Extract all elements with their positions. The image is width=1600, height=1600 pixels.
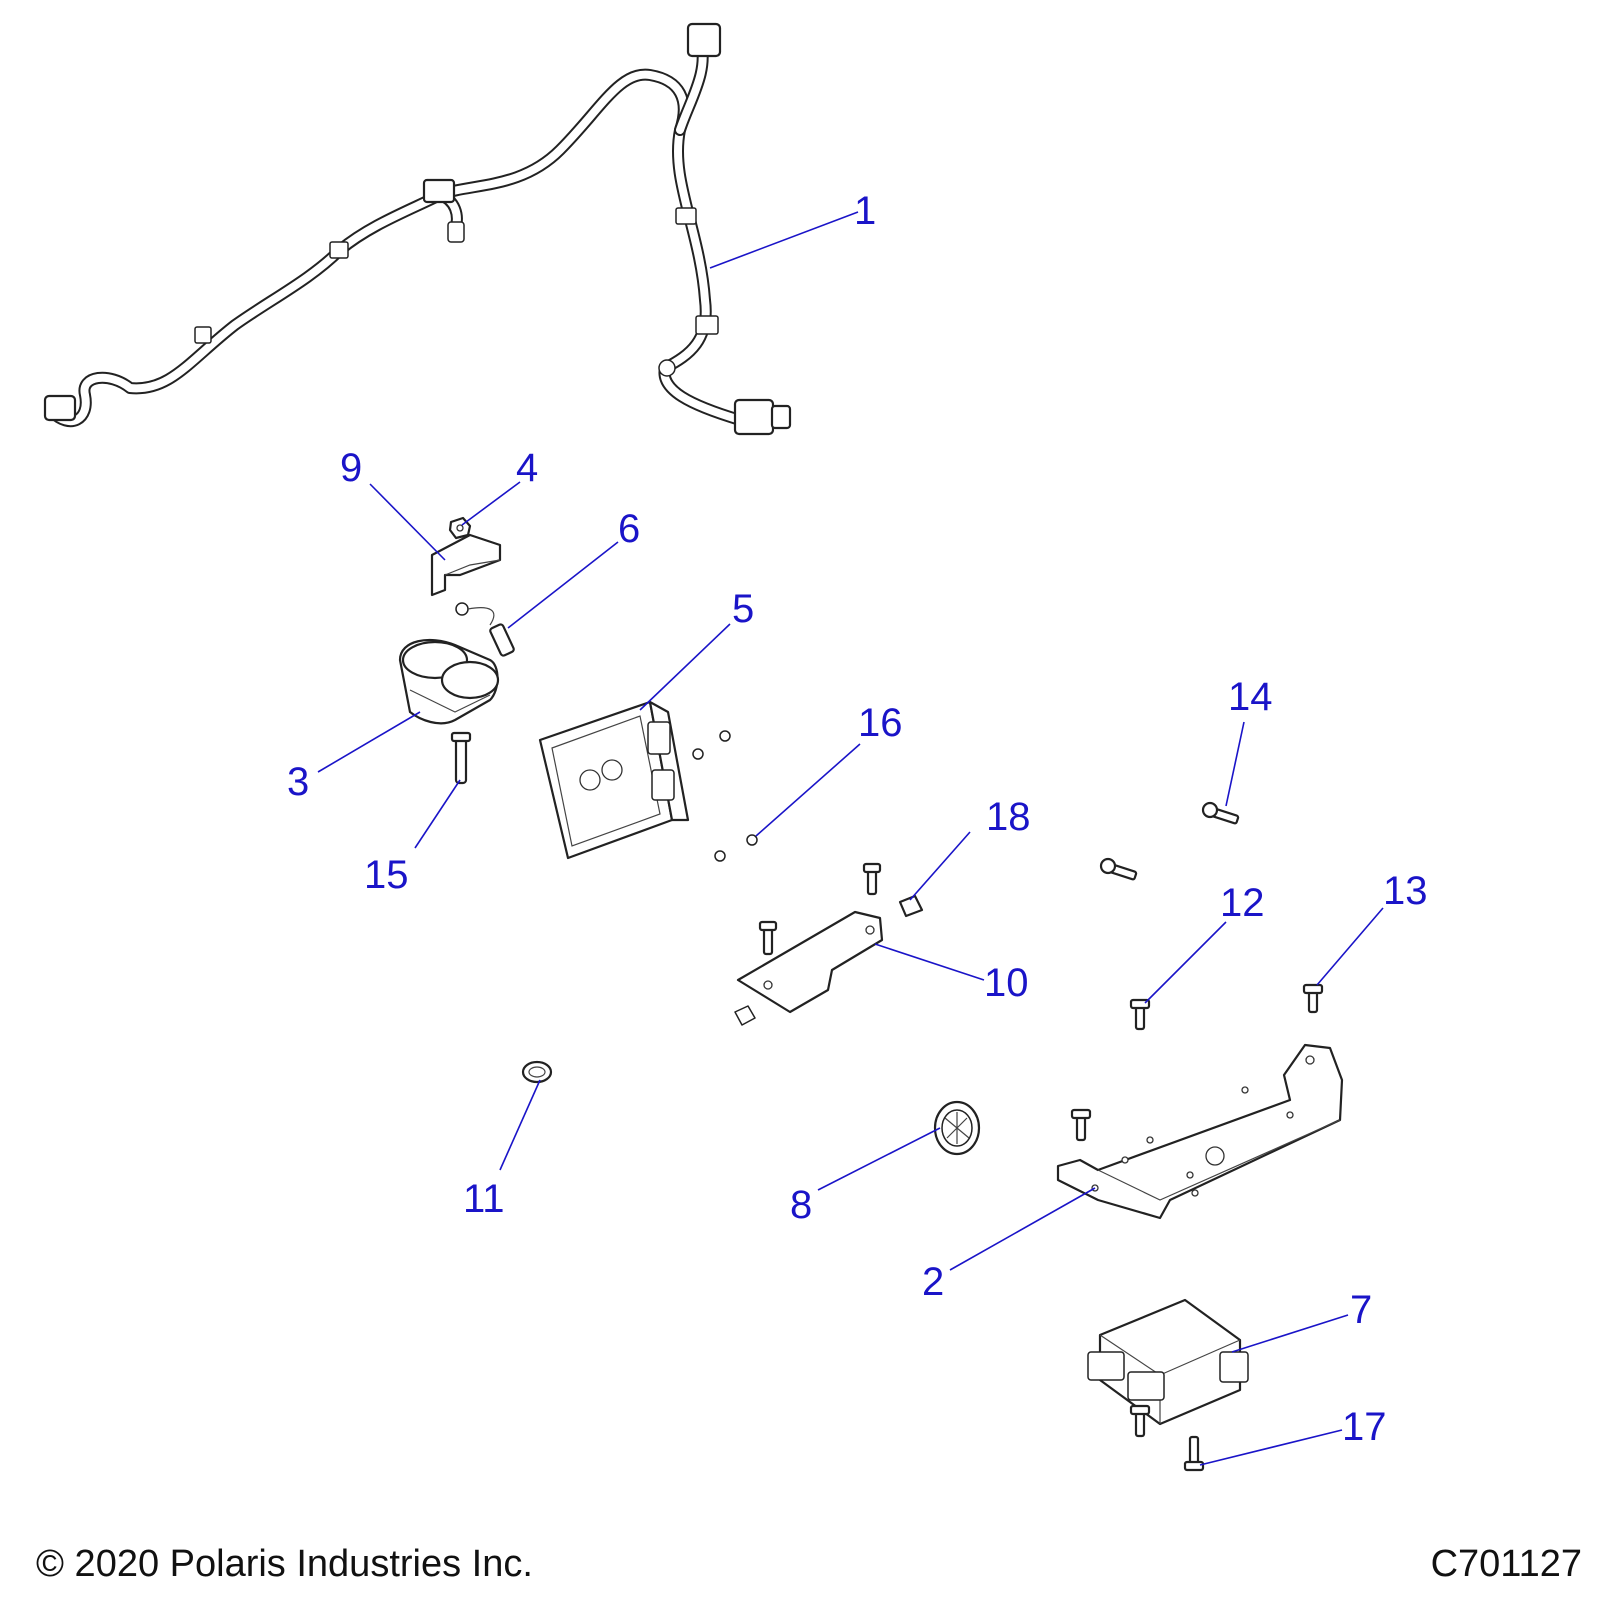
bracket-bolt <box>1070 1108 1092 1142</box>
callout-10: 10 <box>984 961 1029 1005</box>
callout-13: 13 <box>1383 869 1428 913</box>
wiring-harness <box>43 22 792 436</box>
voltage-regulator <box>1087 1298 1249 1472</box>
callout-4: 4 <box>516 446 538 490</box>
stud <box>1129 998 1151 1031</box>
regulator-bolt-left <box>1129 1404 1151 1438</box>
plate-bolt-left <box>758 920 778 956</box>
callout-17: 17 <box>1342 1405 1387 1449</box>
callout-18: 18 <box>986 795 1031 839</box>
callout-11: 11 <box>463 1177 505 1221</box>
sensor <box>455 602 515 657</box>
callout-8: 8 <box>790 1183 812 1227</box>
figure-code: C701127 <box>1431 1543 1582 1585</box>
callout-5: 5 <box>732 587 754 631</box>
bolt-right <box>1302 983 1324 1014</box>
callout-9: 9 <box>340 446 362 490</box>
bolt-lower <box>1099 857 1138 881</box>
grommet <box>933 1100 981 1156</box>
engine-control-unit <box>538 700 690 860</box>
callout-12: 12 <box>1220 881 1265 925</box>
callout-15: 15 <box>364 853 409 897</box>
small-screws <box>692 730 758 862</box>
copyright-text: © 2020 Polaris Industries Inc. <box>36 1543 533 1585</box>
callout-6: 6 <box>618 507 640 551</box>
plate-bolt-right <box>862 862 882 896</box>
bolt <box>450 731 472 785</box>
callout-1: 1 <box>854 189 876 233</box>
bolt-upper <box>1201 801 1240 825</box>
main-bracket <box>1056 1043 1344 1220</box>
callout-2: 2 <box>922 1260 944 1304</box>
ignition-coil <box>398 638 500 725</box>
clip-nut <box>898 894 924 918</box>
callout-labels: 1 2 3 4 5 6 7 8 9 10 11 12 13 14 15 16 1… <box>287 189 1428 1449</box>
leader-lines <box>317 211 1384 1466</box>
mounting-plate <box>734 862 884 1026</box>
hose-clamp <box>521 1060 553 1084</box>
callout-16: 16 <box>858 701 903 745</box>
callout-14: 14 <box>1228 675 1273 719</box>
regulator-bolt-right <box>1183 1435 1205 1472</box>
callout-7: 7 <box>1350 1288 1372 1332</box>
callout-3: 3 <box>287 760 309 804</box>
mounting-bracket <box>430 533 502 597</box>
